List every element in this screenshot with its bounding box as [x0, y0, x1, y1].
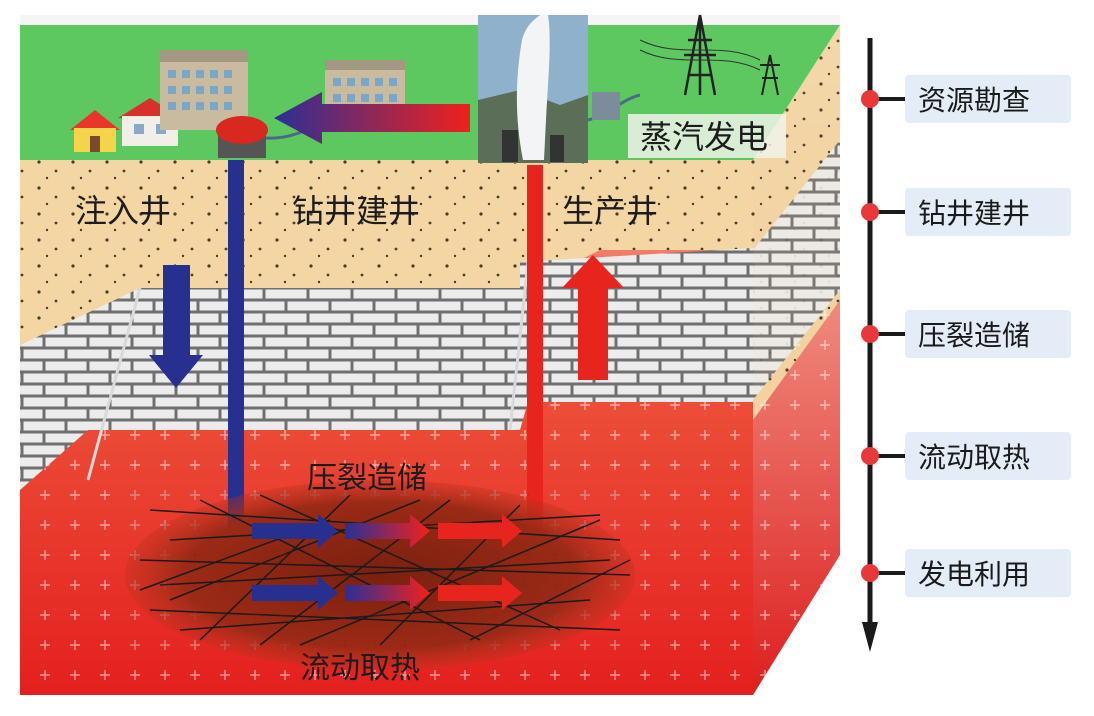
timeline-step-1: 资源勘查	[861, 75, 1071, 123]
timeline-label: 钻井建井	[918, 197, 1030, 230]
injection-down-arrow	[149, 265, 203, 388]
timeline-dot	[861, 90, 879, 108]
steam-power-label: 蒸汽发电	[640, 118, 768, 156]
heat-extraction-label: 流动取热	[300, 651, 420, 686]
reservoir-flow-arrows	[252, 514, 522, 610]
timeline-label: 发电利用	[918, 558, 1030, 591]
timeline-dot	[861, 447, 879, 465]
timeline-dot	[861, 564, 879, 582]
timeline-dot	[861, 203, 879, 221]
power-transmission-tower-icon	[592, 14, 780, 120]
timeline-label: 流动取热	[918, 441, 1030, 474]
timeline-dot	[861, 325, 879, 343]
injection-well-label: 注入井	[75, 192, 171, 230]
return-flow-arrow	[274, 92, 470, 144]
block-side-face	[753, 25, 840, 695]
timeline-step-4: 流动取热	[861, 432, 1071, 480]
fracturing-label: 压裂造储	[307, 461, 427, 496]
pump-station-icon	[216, 116, 331, 158]
drilling-label: 钻井建井	[292, 192, 420, 230]
steam-plant-icon	[478, 15, 641, 163]
production-up-arrow	[562, 255, 624, 380]
production-well-label: 生产井	[562, 192, 658, 230]
process-timeline: 资源勘查 钻井建井 压裂造储 流动取热 发电利用	[861, 38, 1071, 652]
production-well-pipe	[527, 165, 543, 558]
timeline-step-2: 钻井建井	[861, 188, 1071, 236]
injection-well-pipe	[228, 160, 244, 558]
timeline-label: 资源勘查	[918, 84, 1030, 117]
houses-icon	[70, 98, 182, 152]
timeline-step-5: 发电利用	[861, 549, 1071, 597]
timeline-label: 压裂造储	[918, 319, 1030, 352]
fracture-reservoir	[115, 470, 645, 670]
timeline-step-3: 压裂造储	[861, 310, 1071, 358]
steam-power-label-box: 蒸汽发电	[628, 114, 786, 158]
